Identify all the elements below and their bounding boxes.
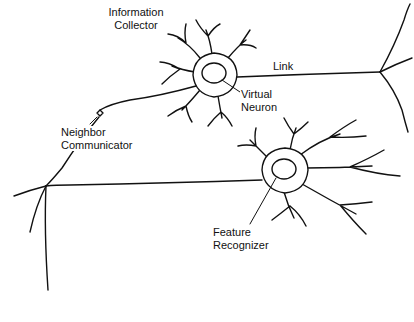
dendrite (160, 62, 195, 84)
dendrite (302, 184, 372, 234)
dendrite (208, 96, 232, 126)
leader-line (250, 178, 276, 224)
cell-body (193, 53, 237, 97)
dendrite (228, 30, 256, 58)
axon-branch (14, 186, 46, 196)
dendrite (306, 150, 400, 176)
leader-line (90, 117, 97, 124)
dendrite (272, 192, 306, 226)
axon-branch (380, 58, 412, 72)
cell-body (262, 148, 308, 193)
dendrite (100, 86, 196, 110)
dendrite (238, 128, 268, 158)
part-label: Virtual Neuron (240, 88, 294, 113)
leader-line (222, 80, 240, 92)
dendrite (196, 20, 220, 54)
part-label: Neighbor Communicator (60, 126, 148, 151)
synapse (97, 110, 103, 116)
dendrite (300, 120, 366, 155)
dendrite (168, 90, 200, 122)
nucleus (272, 159, 296, 179)
dendrite (284, 118, 308, 150)
dendrite (168, 24, 200, 58)
part-label: Information Collector (100, 6, 172, 31)
part-label: Feature Recognizer (212, 226, 280, 251)
axon-branch (380, 4, 410, 72)
axon (237, 72, 380, 77)
axon-branch (45, 186, 48, 290)
axon (46, 180, 262, 186)
axon-branch (380, 72, 408, 132)
part-label: Link (272, 60, 314, 73)
axon-branch (30, 186, 46, 232)
